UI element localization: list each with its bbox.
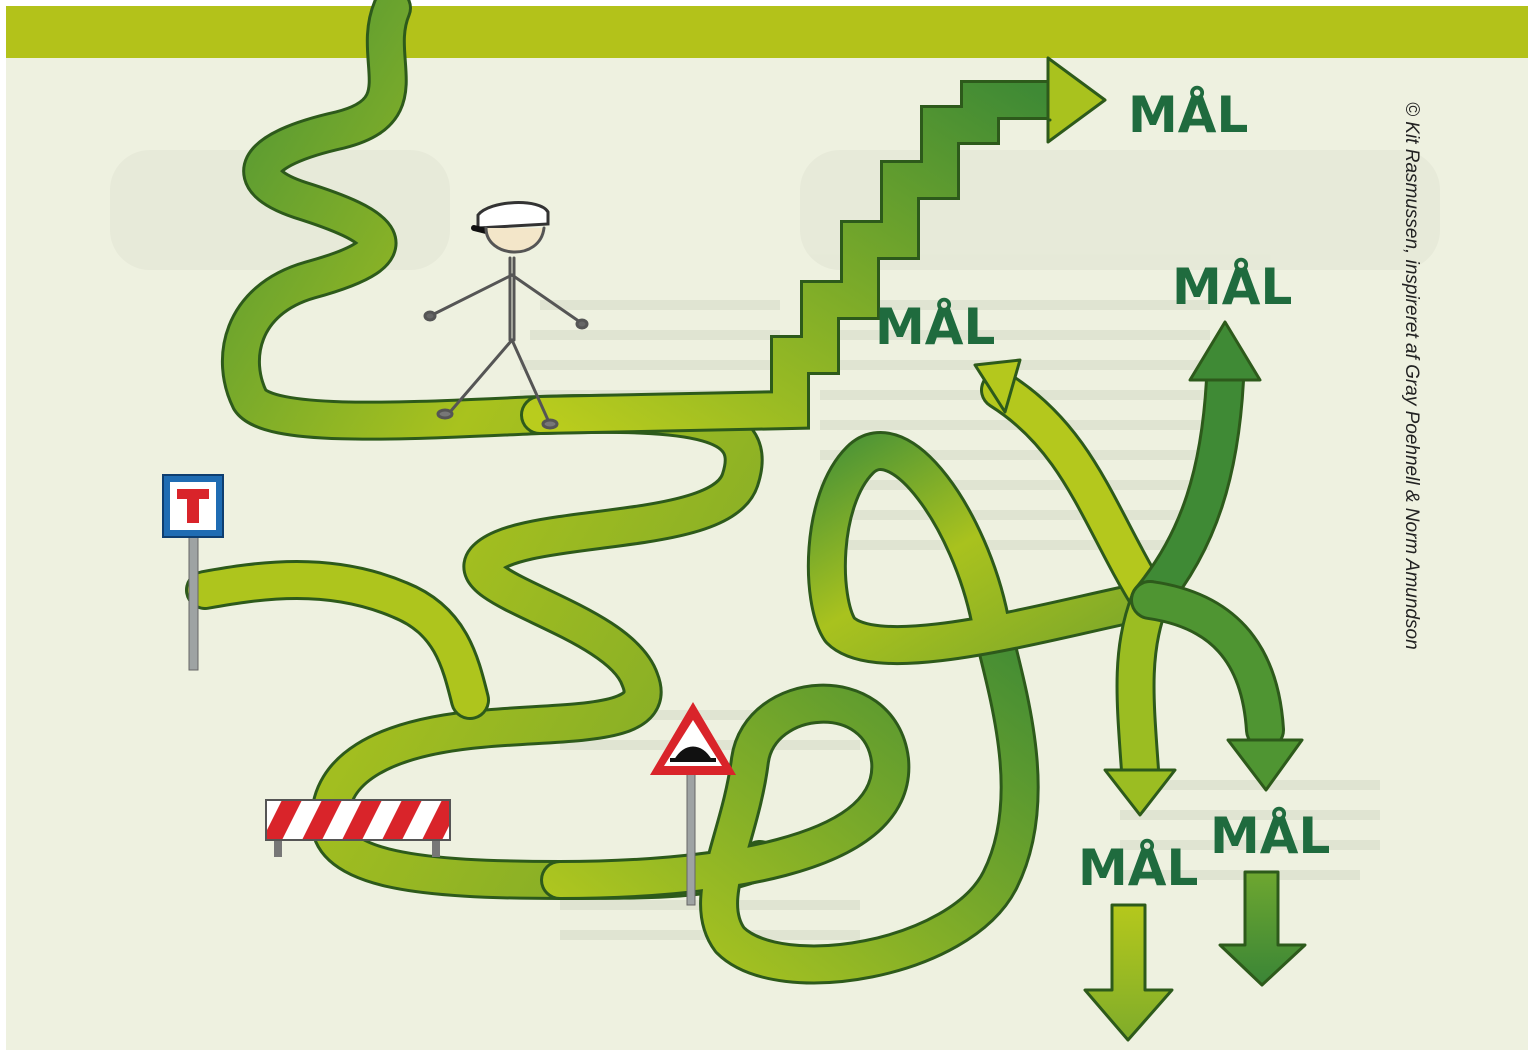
arrow-up-left-icon [973, 358, 1022, 414]
top-band [6, 6, 1528, 58]
arrow-down-icon [1103, 768, 1177, 817]
goal-label-bottom-right: MÅL [1210, 806, 1330, 865]
road-barrier-icon [265, 799, 451, 857]
arrow-up-right-icon [1046, 56, 1107, 144]
arrow-down-icon [1218, 870, 1307, 987]
speed-bump-warning-sign-icon [650, 702, 736, 906]
arrow-up-icon [1188, 320, 1262, 382]
goal-label-left: MÅL [875, 297, 995, 356]
stick-figure-student-icon [423, 201, 589, 430]
arrow-down-icon [1083, 903, 1174, 1042]
arrow-down-icon [1226, 738, 1304, 792]
goal-label-bottom-left: MÅL [1078, 838, 1198, 897]
exit-arrows [1083, 870, 1307, 1042]
dead-end-sign-icon [162, 474, 224, 671]
goal-labels: MÅL MÅL MÅL MÅL MÅL [875, 85, 1330, 897]
credit-text: © Kit Rasmussen, inspireret af Gray Poeh… [1401, 102, 1422, 650]
goal-label-right: MÅL [1172, 257, 1292, 316]
arrow-heads [973, 56, 1304, 817]
goal-label-top: MÅL [1128, 85, 1248, 144]
